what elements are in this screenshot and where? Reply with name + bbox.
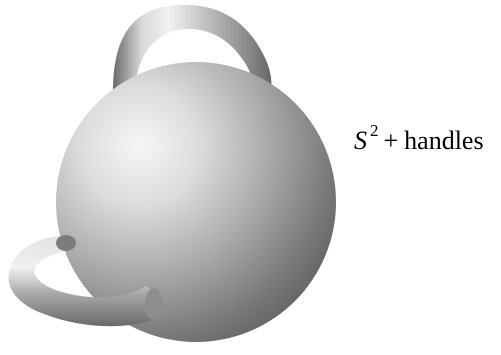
caption-symbol: S xyxy=(354,126,367,155)
top-handle xyxy=(113,4,272,101)
caption-operator: + xyxy=(383,126,399,155)
sphere xyxy=(56,62,336,342)
caption-exponent: 2 xyxy=(370,121,379,140)
left-handle xyxy=(8,235,163,327)
caption-text: handles xyxy=(404,126,484,155)
